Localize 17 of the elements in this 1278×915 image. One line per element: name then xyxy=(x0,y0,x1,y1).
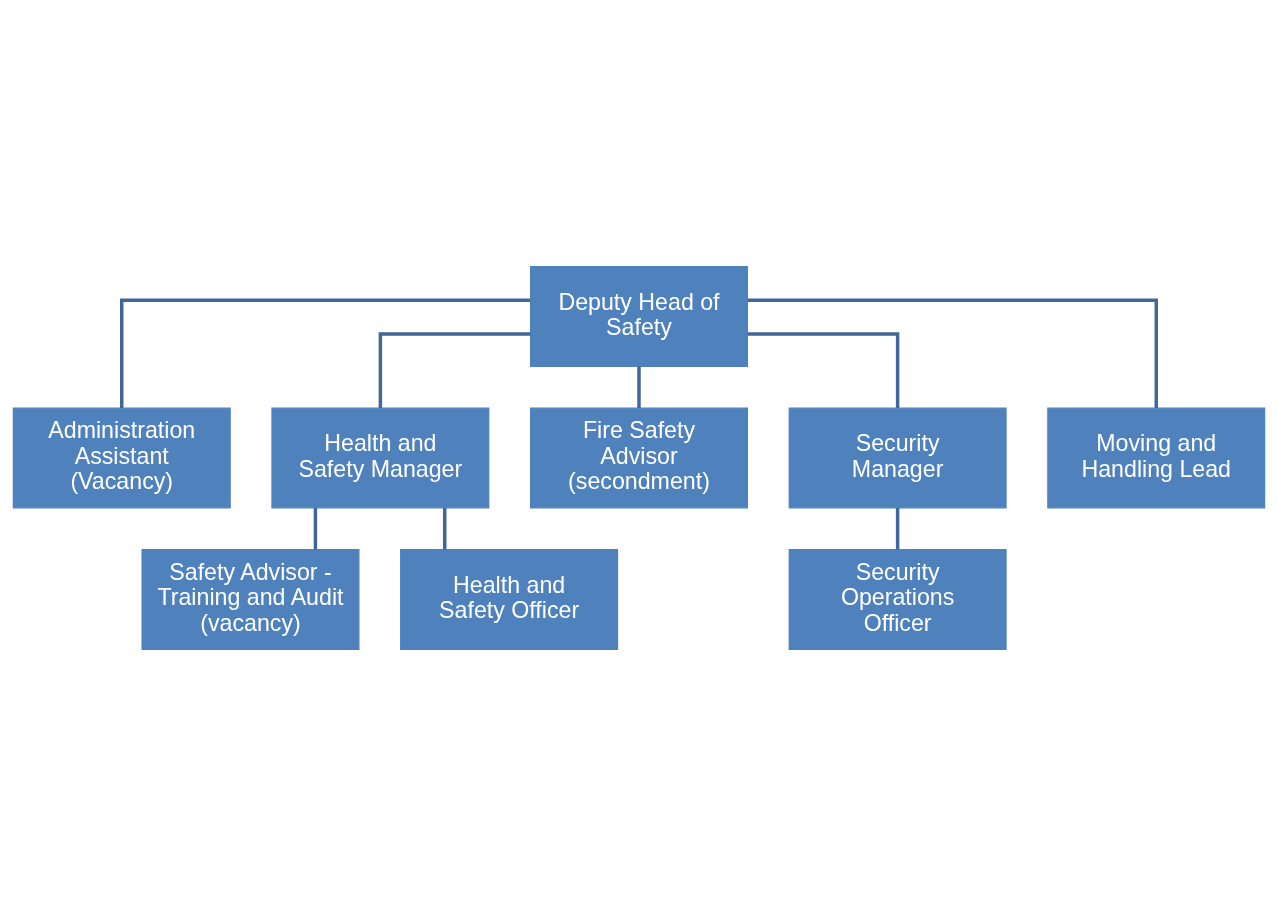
connector xyxy=(637,365,641,408)
node-box: Security Manager xyxy=(788,407,1007,508)
node-box: Health and Safety Manager xyxy=(271,407,490,508)
connector xyxy=(378,331,531,408)
connector xyxy=(120,298,531,408)
connector xyxy=(313,507,318,550)
node-box: Moving and Handling Lead xyxy=(1047,407,1266,508)
connector xyxy=(895,507,900,550)
node-box: Deputy Head of Safety xyxy=(529,265,749,367)
node-box: Safety Advisor - Training and Audit (vacancy) xyxy=(141,548,360,650)
connector xyxy=(747,298,1158,408)
node-box: Security Operations Officer xyxy=(788,548,1007,650)
connector xyxy=(747,331,900,408)
connector xyxy=(443,507,447,550)
node-box: Administration Assistant (Vacancy) xyxy=(12,407,231,508)
node-box: Fire Safety Advisor (secondment) xyxy=(529,407,749,508)
node-box: Health and Safety Officer xyxy=(400,548,619,650)
